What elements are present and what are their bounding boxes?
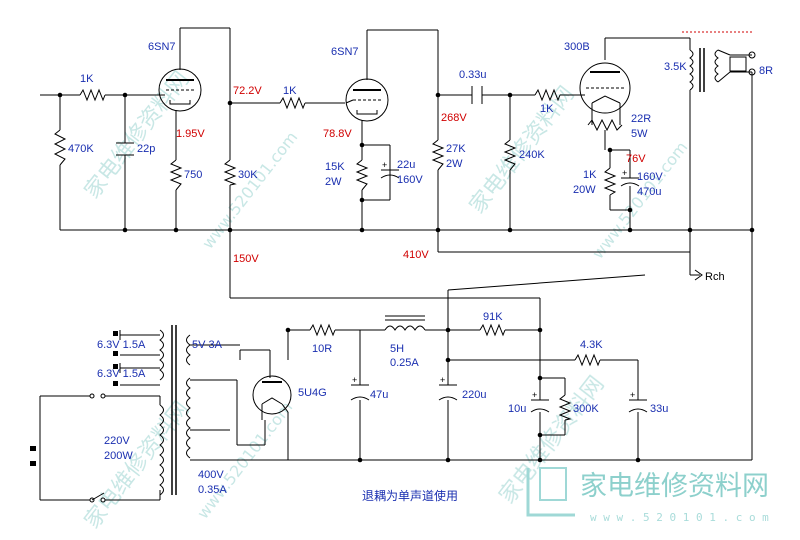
- svg-text:www.520101.com: www.520101.com: [198, 128, 301, 253]
- label-r-10r: 10R: [312, 343, 332, 355]
- logo-text-url: w w w . 5 2 0 1 0 1 . c o m: [590, 511, 769, 524]
- rch-arrow-icon: [694, 269, 703, 281]
- resistor-470k: [53, 129, 67, 166]
- label-rect: 5U4G: [298, 387, 327, 399]
- label-c-33u: 33u: [650, 403, 668, 415]
- label-r-470k: 470K: [68, 143, 94, 155]
- label-tr-035: 0.35A: [198, 484, 227, 496]
- watermark-logo: 家电维修资料网 w w w . 5 2 0 1 0 1 . c o m: [526, 467, 769, 524]
- logo-text-cn: 家电维修资料网: [580, 471, 769, 502]
- resistor-4-3k: [574, 353, 601, 367]
- svg-text:+: +: [352, 375, 357, 385]
- label-r-1k-20w-w: 20W: [573, 184, 596, 196]
- plug-pins: [30, 331, 118, 466]
- voltage-v3: 78.8V: [323, 128, 352, 140]
- resistor-1k-mid: [279, 96, 306, 110]
- label-tr-6v3-a: 6.3V 1.5A: [97, 339, 146, 351]
- resistor-22r: [587, 118, 623, 132]
- svg-text:+: +: [440, 375, 445, 385]
- voltage-v2: 72.2V: [233, 85, 262, 97]
- resistor-1k-grid: [534, 88, 561, 102]
- resistor-15k: [355, 159, 369, 191]
- label-r-91k: 91K: [483, 311, 503, 323]
- mains-switch: [89, 393, 106, 503]
- resistor-10r: [309, 323, 336, 337]
- resistor-300k: [558, 394, 572, 421]
- label-c-470u: 470u: [637, 186, 661, 198]
- label-choke-a: 0.25A: [390, 357, 419, 369]
- label-c-033: 0.33u: [459, 69, 487, 81]
- label-tube2: 6SN7: [331, 46, 359, 58]
- label-r-15k-w: 2W: [325, 176, 342, 188]
- label-choke: 5H: [390, 343, 404, 355]
- caption: 退耦为单声道使用: [362, 488, 458, 503]
- resistors: [53, 88, 623, 421]
- label-c-470u-v: 160V: [637, 171, 663, 183]
- label-r-1k-grid: 1K: [540, 103, 554, 115]
- junction-dots: [57, 92, 755, 463]
- label-r-22r-w: 5W: [631, 128, 648, 140]
- choke-5h: [384, 315, 426, 331]
- label-tr-200w: 200W: [104, 450, 133, 462]
- label-r-22r: 22R: [631, 113, 651, 125]
- resistor-1k-20w: [603, 167, 617, 196]
- resistor-91k: [479, 323, 506, 337]
- voltage-v4: 268V: [441, 112, 467, 124]
- label-r-240k: 240K: [519, 149, 545, 161]
- label-c-220u: 220u: [462, 389, 486, 401]
- label-r-15k: 15K: [325, 161, 345, 173]
- label-r-300k: 300K: [573, 403, 599, 415]
- label-spk: 8R: [759, 65, 773, 77]
- label-c-22u-v: 160V: [397, 174, 423, 186]
- capacitors: [116, 86, 648, 413]
- svg-text:家电维修资料网: 家电维修资料网: [80, 397, 195, 534]
- tube-2: [345, 78, 389, 122]
- resistor-27k: [431, 139, 445, 171]
- label-tr-400: 400V: [198, 469, 224, 481]
- label-tube1: 6SN7: [148, 41, 176, 53]
- label-c-22u: 22u: [397, 159, 415, 171]
- cap-polarity-marks: + + + + + +: [352, 160, 635, 400]
- label-out-z: 3.5K: [664, 61, 687, 73]
- label-r-30k: 30K: [238, 169, 258, 181]
- resistor-240k: [503, 139, 517, 171]
- wiring: [39, 27, 753, 501]
- label-r-750: 750: [184, 169, 202, 181]
- label-tr-6v3-b: 6.3V 1.5A: [97, 368, 146, 380]
- label-r-1k-20w: 1K: [583, 169, 597, 181]
- tube-1: [158, 68, 202, 112]
- voltage-labels: 1.95V 72.2V 78.8V 268V 76V 150V 410V: [176, 85, 646, 265]
- label-tr-5v: 5V 3A: [192, 339, 223, 351]
- svg-text:+: +: [630, 390, 635, 400]
- svg-text:+: +: [532, 390, 537, 400]
- resistor-30k: [223, 159, 237, 186]
- label-c-10u: 10u: [508, 403, 526, 415]
- label-r-27k: 27K: [446, 143, 466, 155]
- tube-3: [579, 62, 631, 114]
- label-r-43k: 4.3K: [580, 339, 603, 351]
- tube-5u4g: [252, 375, 292, 420]
- label-r-1k-mid: 1K: [283, 85, 297, 97]
- label-rch: Rch: [705, 271, 725, 283]
- label-tube3: 300B: [564, 41, 590, 53]
- label-r-in: 1K: [80, 73, 94, 85]
- voltage-v1: 1.95V: [176, 128, 205, 140]
- output-transformer: [682, 31, 756, 92]
- resistor-750: [169, 159, 183, 191]
- voltage-v5: 76V: [626, 153, 646, 165]
- component-labels: 6SN7 6SN7 300B 1K 470K 22p 750 30K 1K 15…: [68, 41, 773, 503]
- label-c-47u: 47u: [370, 389, 388, 401]
- power-transformer: [119, 325, 191, 496]
- svg-text:+: +: [382, 160, 387, 170]
- voltage-v7: 410V: [403, 249, 429, 261]
- voltage-v6: 150V: [233, 253, 259, 265]
- svg-text:+: +: [622, 168, 627, 178]
- resistor-1k-in: [79, 88, 106, 102]
- label-c-22p: 22p: [137, 143, 155, 155]
- label-tr-220: 220V: [104, 435, 130, 447]
- label-r-27k-w: 2W: [446, 158, 463, 170]
